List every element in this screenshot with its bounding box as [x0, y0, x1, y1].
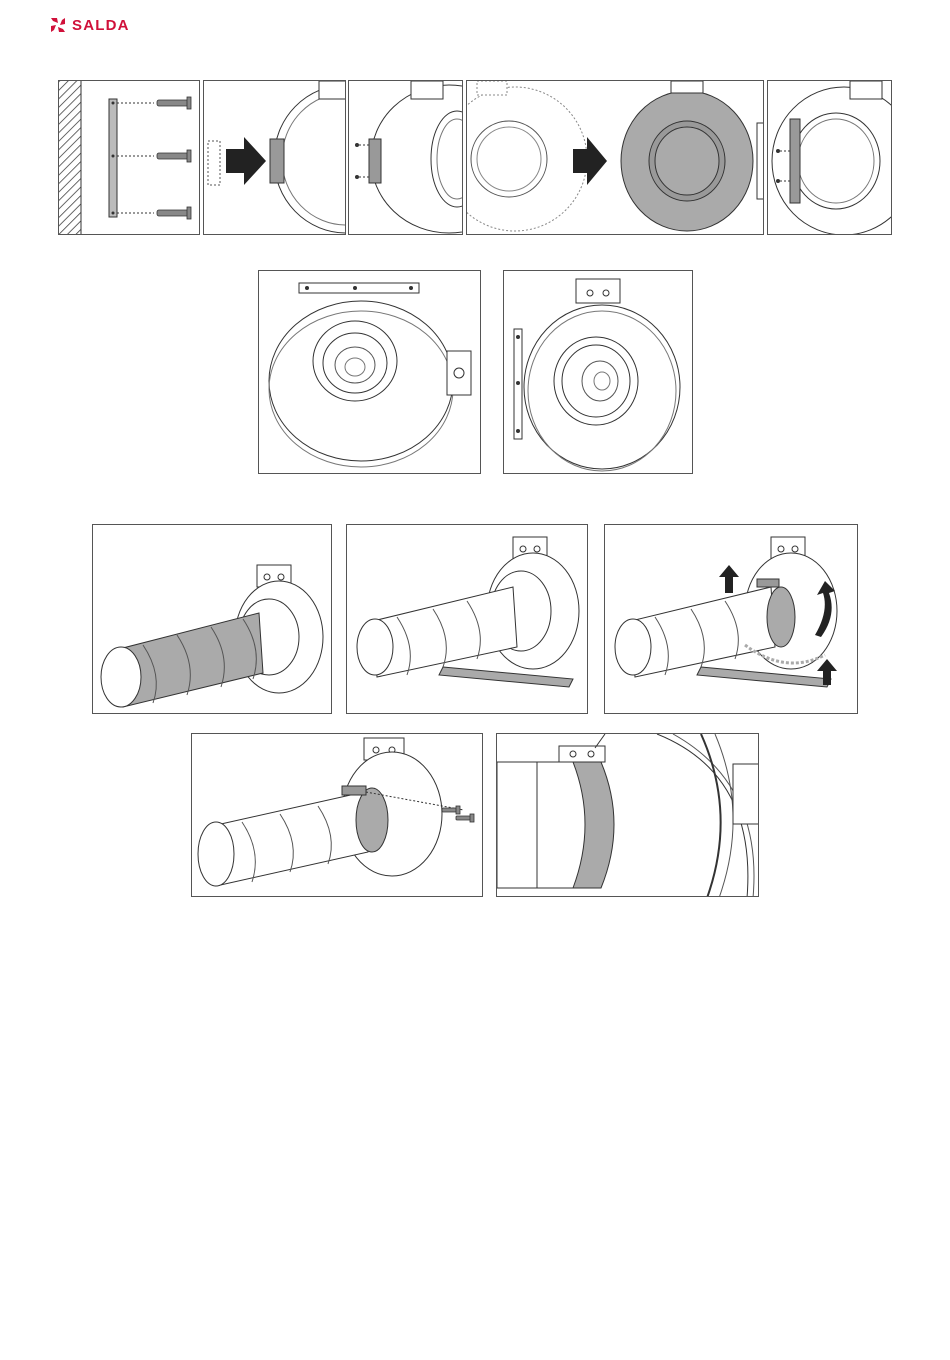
- figure-top-bracket-mount: [258, 270, 481, 474]
- duct: [119, 613, 263, 707]
- duct: [631, 587, 775, 677]
- mount-bracket: [299, 283, 419, 293]
- figure-side-bracket-mount: [503, 270, 693, 474]
- figure-clamp-detail-closeup: [496, 733, 759, 897]
- clamp-strip: [697, 667, 831, 687]
- brand-logo: SALDA: [50, 16, 130, 34]
- figure-secure-bracket-screws: [348, 80, 463, 235]
- right-arrow-icon: [226, 137, 266, 185]
- figure-clamp-strip-positioned: [346, 524, 588, 714]
- figure-duct-inserted: [92, 524, 332, 714]
- up-arrow-icon: [719, 565, 739, 593]
- salda-fan-logo-icon: [50, 17, 66, 33]
- clamp-strip: [439, 667, 573, 687]
- wall-hatch: [59, 81, 81, 235]
- screw-icon: [157, 97, 191, 219]
- duct: [373, 587, 517, 677]
- mount-bracket: [109, 99, 117, 217]
- figure-wall-bracket-screws: [58, 80, 200, 235]
- figure-rotate-fan-orientation: [466, 80, 764, 235]
- figure-side-bracket-screws: [767, 80, 892, 235]
- brand-name: SALDA: [72, 17, 130, 34]
- figure-slide-fan-on-bracket: [203, 80, 346, 235]
- figure-clamp-screw-tightening: [191, 733, 483, 897]
- figure-clamp-wrapped-around: [604, 524, 858, 714]
- screw-icon: [442, 806, 474, 822]
